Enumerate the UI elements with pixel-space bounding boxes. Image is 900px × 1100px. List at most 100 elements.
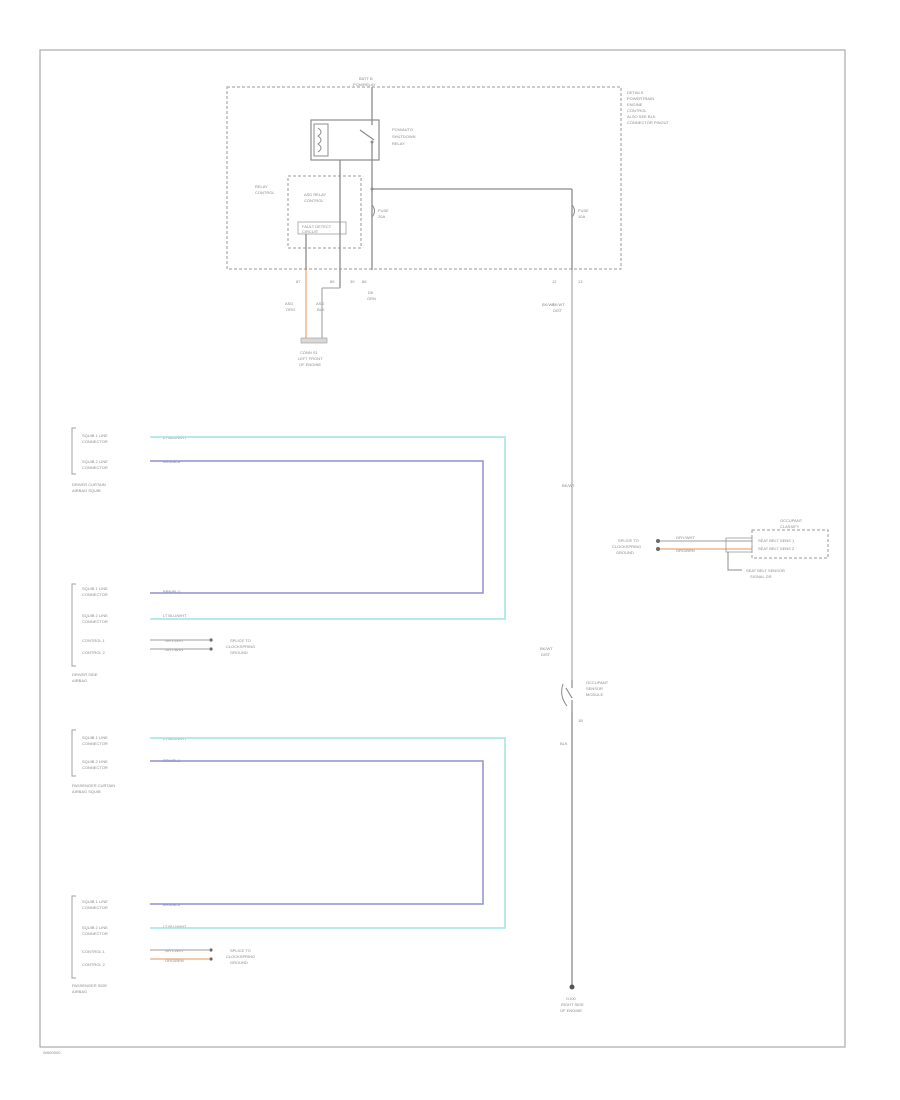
row-label: CONNECTOR [82,931,108,936]
relay-label: RELAY [392,141,405,146]
module-note: CONTROL [627,108,647,113]
row-label: SQUIB 2 LINE [82,759,108,764]
ground-note: CLOCKSPRING [226,954,255,959]
row-label: SQUIB 1 LINE [82,433,108,438]
relay-symbol: PCM/AUTO SHUTDOWN RELAY [310,119,416,161]
wire-label: LT BLU/WHT [163,613,187,618]
splice-label: LEFT FRONT [298,356,323,361]
ground-note: SPLICE TO [230,948,251,953]
module-row: SEAT BELT SENS 1 [758,538,795,543]
power-module: BATT B PCM/RELAY DETAILS POWERTRAIN ENGI… [226,76,669,367]
pin-label: 12 [552,279,557,284]
group-label: AIRBAG SQUIB [72,789,101,794]
relay-control-box [287,175,362,249]
subbox-label: CONTROL [255,190,275,195]
group-label: PASSENGER SIDE [72,983,107,988]
pin-label: 13 [578,279,583,284]
row-label: SQUIB 2 LINE [82,459,108,464]
sensor-label: OCCUPANT [586,680,609,685]
pin-label: 85 [330,279,335,284]
module-header-1: BATT B [359,76,373,81]
fuse-right-label: 10A [578,214,585,219]
ground-label: OF ENGINE [560,1008,582,1013]
module-note: CONNECTOR PINOUT [627,120,669,125]
out-wire-label: BK/WT [552,302,565,307]
driver-wires [150,436,506,650]
ground-label: G100 [566,996,577,1001]
passenger-wires [150,737,506,960]
splice-label: CONN S1 [300,350,319,355]
module-note: ENGINE [627,102,643,107]
occupant-sensor: OCCUPANT SENSOR MODULE 1B [561,680,609,723]
occupant-classify-group: SPLICE TO CLOCKSPRING GROUND GRY/WHT ORG… [612,518,829,579]
subbox-inner-label: CONTROL [304,198,324,203]
group-label: AIRBAG [72,678,87,683]
row-label: CONTROL 2 [82,650,106,655]
row-label: SQUIB 1 LINE [82,899,108,904]
bus-label: DIST [541,652,551,657]
out-wire-label: DK [368,290,374,295]
ground-wire-label: BLK [560,741,568,746]
splice-label: OF ENGINE [299,362,321,367]
passenger-curtain-group: SQUIB 1 LINE CONNECTOR SQUIB 2 LINE CONN… [71,729,187,794]
bus-label: BK/WT [542,302,555,307]
out-wire-label: BLK [317,307,325,312]
connector-label: SPLICE TO [618,538,639,543]
subbox-label: RELAY [255,184,268,189]
row-label: CONNECTOR [82,905,108,910]
connector-wire-label: GRY/WHT [676,535,695,540]
ground-note: GROUND [230,650,248,655]
subbox-inner-label: ASD RELAY [304,192,326,197]
module-note: SIGNAL GR [750,574,772,579]
bus-label: BK/WT [562,483,575,488]
fuse-right-label: FUSE [578,208,589,213]
group-label: PASSENGER CURTAIN [72,783,115,788]
row-label: CONNECTOR [82,592,108,597]
row-label: SQUIB 1 LINE [82,735,108,740]
wire-label: BRN/BLU [163,589,180,594]
bus-label: BK/WT [540,646,553,651]
connector-label: GROUND [616,550,634,555]
out-wire-label: GRN [367,296,376,301]
pin-label: 86 [362,279,367,284]
passenger-airbag-group: SQUIB 1 LINE CONNECTOR SQUIB 2 LINE CONN… [71,895,255,994]
row-label: SQUIB 2 LINE [82,613,108,618]
row-label: SQUIB 2 LINE [82,925,108,930]
out-wire-label: ASD [316,301,324,306]
footer-code: WA00000 [43,1050,61,1055]
group-label: DRIVER CURTAIN [72,482,106,487]
sensor-label: SENSOR [586,686,603,691]
row-label: CONNECTOR [82,439,108,444]
power-module-box [226,86,622,270]
ground-bus: BK/WT BK/WT BK/WT DIST OCCUPANT SENSOR M… [540,270,609,1013]
row-label: CONNECTOR [82,619,108,624]
connector-wire-label: ORG/BRN [676,548,695,553]
wire-label: ORG/BRN [165,958,184,963]
out-wire-label: DIST [553,308,563,313]
module-label: CLASSIFY [780,524,800,529]
module-note: ALSO SEE BLK [627,114,656,119]
fault-label: FAULT DETECT [302,224,332,229]
row-label: CONNECTOR [82,741,108,746]
fuse-left-label: FUSE [378,208,389,213]
module-row: SEAT BELT SENS 2 [758,546,795,551]
module-note: DETAILS [627,90,644,95]
sensor-label: MODULE [586,692,603,697]
module-note: SEAT BELT SENSOR [746,568,785,573]
ground-note: SPLICE TO [230,638,251,643]
fuse-left-label: 20A [378,214,385,219]
group-label: AIRBAG SQUIB [72,488,101,493]
row-label: SQUIB 1 LINE [82,586,108,591]
relay-label: PCM/AUTO [392,127,413,132]
row-label: CONTROL 2 [82,962,106,967]
out-wire-label: ASD [285,301,293,306]
connector-label: CLOCKSPRING [612,544,641,549]
wire-label: LT BLU/WHT [163,924,187,929]
group-label: DRIVER SIDE [72,672,98,677]
module-label: OCCUPANT [780,518,803,523]
row-label: CONTROL 1 [82,949,106,954]
row-label: CONNECTOR [82,765,108,770]
row-label: CONNECTOR [82,465,108,470]
ground-note: CLOCKSPRING [226,644,255,649]
